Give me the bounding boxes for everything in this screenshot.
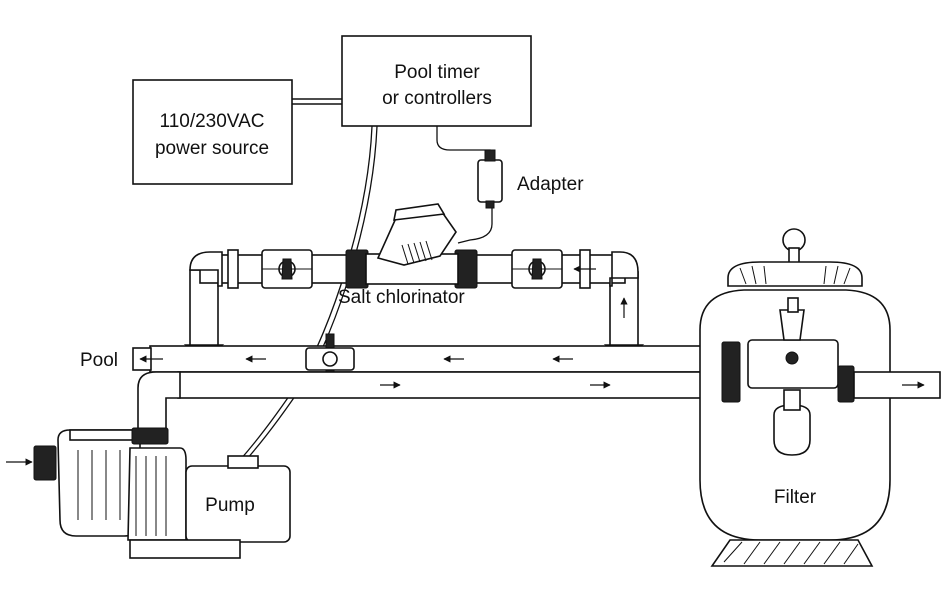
bypass-valve-left <box>261 249 313 289</box>
return-line-valve <box>305 333 355 385</box>
salt-chlorinator: Salt chlorinator <box>338 203 478 308</box>
pump-to-filter-pipe <box>137 371 724 431</box>
sand-filter: Filter <box>699 228 941 567</box>
bypass-flow-arrows <box>573 265 628 318</box>
pump-label: Pump <box>205 495 255 516</box>
bypass-valve-right <box>511 249 563 289</box>
pool-timer-label-line1: Pool timer <box>394 62 480 83</box>
power-cord <box>292 98 342 105</box>
salt-chlorinator-label: Salt chlorinator <box>338 287 465 308</box>
power-source-box: 110/230VAC power source <box>132 79 293 185</box>
pump-unit: Pump <box>6 427 291 559</box>
pool-return-pipe: Pool <box>80 345 721 373</box>
power-source-label-line2: power source <box>155 138 269 159</box>
filter-label: Filter <box>774 487 817 508</box>
pool-timer-label-line2: or controllers <box>382 88 492 109</box>
pool-label: Pool <box>80 350 118 371</box>
power-source-label-line1: 110/230VAC <box>160 111 265 132</box>
adapter-label: Adapter <box>517 174 584 195</box>
adapter-device: Adapter <box>477 149 584 209</box>
pool-timer-box: Pool timer or controllers <box>341 35 532 127</box>
